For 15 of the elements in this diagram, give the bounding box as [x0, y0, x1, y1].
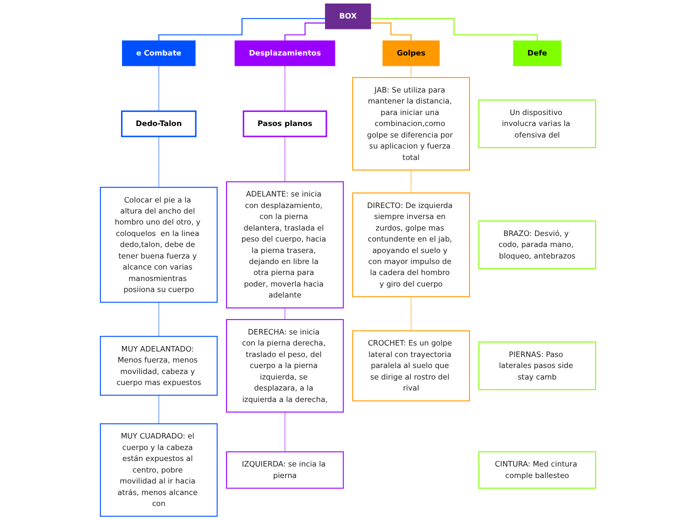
connector — [284, 412, 286, 452]
connector — [410, 65, 412, 78]
connector — [284, 307, 286, 320]
connector — [158, 302, 160, 337]
connector — [158, 65, 160, 112]
connector — [410, 296, 412, 332]
connector — [158, 18, 326, 42]
connector — [284, 136, 286, 182]
connector — [158, 394, 160, 424]
connector — [370, 22, 412, 42]
connector — [410, 170, 412, 194]
connector — [158, 136, 160, 188]
connector — [370, 18, 538, 42]
connector — [284, 65, 286, 112]
connector — [284, 22, 326, 42]
